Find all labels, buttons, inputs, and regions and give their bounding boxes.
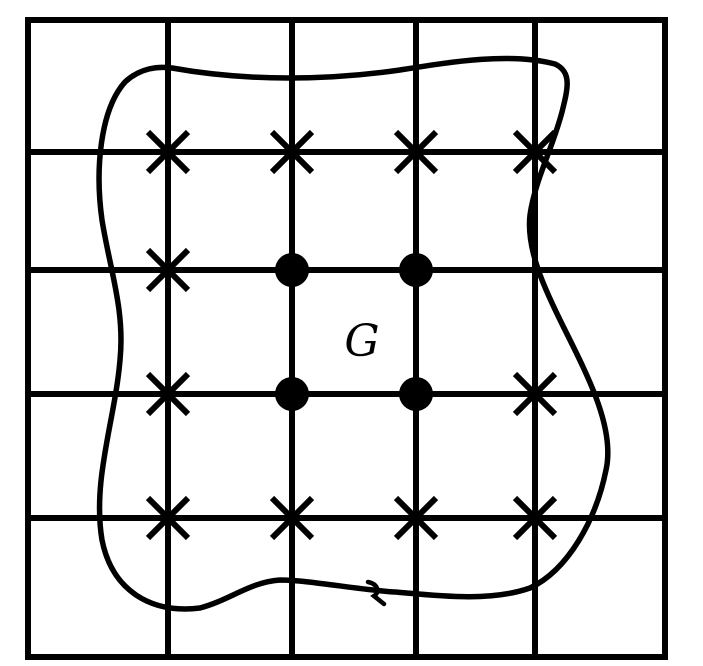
interior-node-dot [399, 253, 433, 287]
boundary-node-cross [145, 247, 191, 293]
interior-node-dot [275, 377, 309, 411]
region-boundary-curve [96, 55, 611, 612]
boundary-node-cross [145, 371, 191, 417]
boundary-node-cross [393, 129, 439, 175]
region-boundary-notch [365, 579, 387, 607]
boundary-node-cross [269, 129, 315, 175]
boundary-node-cross [145, 495, 191, 541]
boundary-node-cross [512, 129, 558, 175]
region-label: G [344, 316, 379, 367]
interior-node-dot [399, 377, 433, 411]
boundary-node-cross [269, 495, 315, 541]
interior-node-dot [275, 253, 309, 287]
grid-frame [25, 17, 668, 660]
boundary-node-cross [393, 495, 439, 541]
boundary-node-cross [512, 495, 558, 541]
boundary-node-cross [512, 371, 558, 417]
boundary-nodes [145, 129, 558, 541]
boundary-node-cross [145, 129, 191, 175]
interior-nodes [275, 253, 433, 411]
grid-lines [25, 17, 668, 660]
